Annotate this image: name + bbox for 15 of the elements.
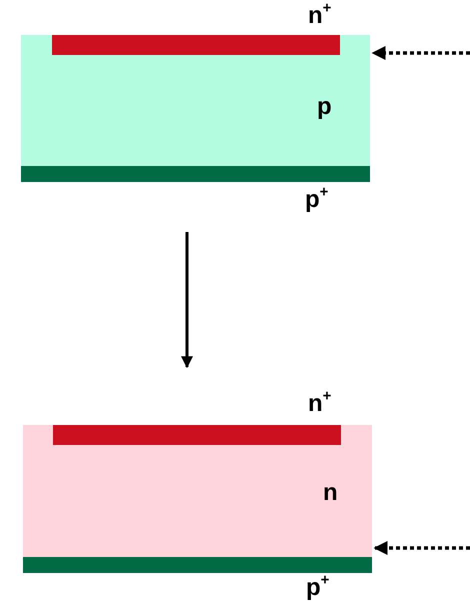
layer-bar: [21, 166, 370, 182]
layer-bar: [52, 35, 340, 55]
dashed-arrow: [374, 541, 470, 555]
doping-label: n$^{+}$: [308, 392, 332, 416]
doping-label: n$^{+}$: [308, 4, 332, 28]
semiconductor-region: [23, 425, 372, 557]
doping-label: p$^{+}$: [305, 188, 328, 212]
dashed-arrow: [372, 46, 470, 60]
region-label: p: [317, 95, 332, 119]
arrow: [181, 232, 193, 368]
doping-label: p$^{+}$: [306, 576, 330, 600]
layer-bar: [53, 425, 341, 445]
layer-bar: [23, 557, 372, 573]
semiconductor-region: [21, 35, 370, 166]
region-label: n: [323, 481, 338, 505]
